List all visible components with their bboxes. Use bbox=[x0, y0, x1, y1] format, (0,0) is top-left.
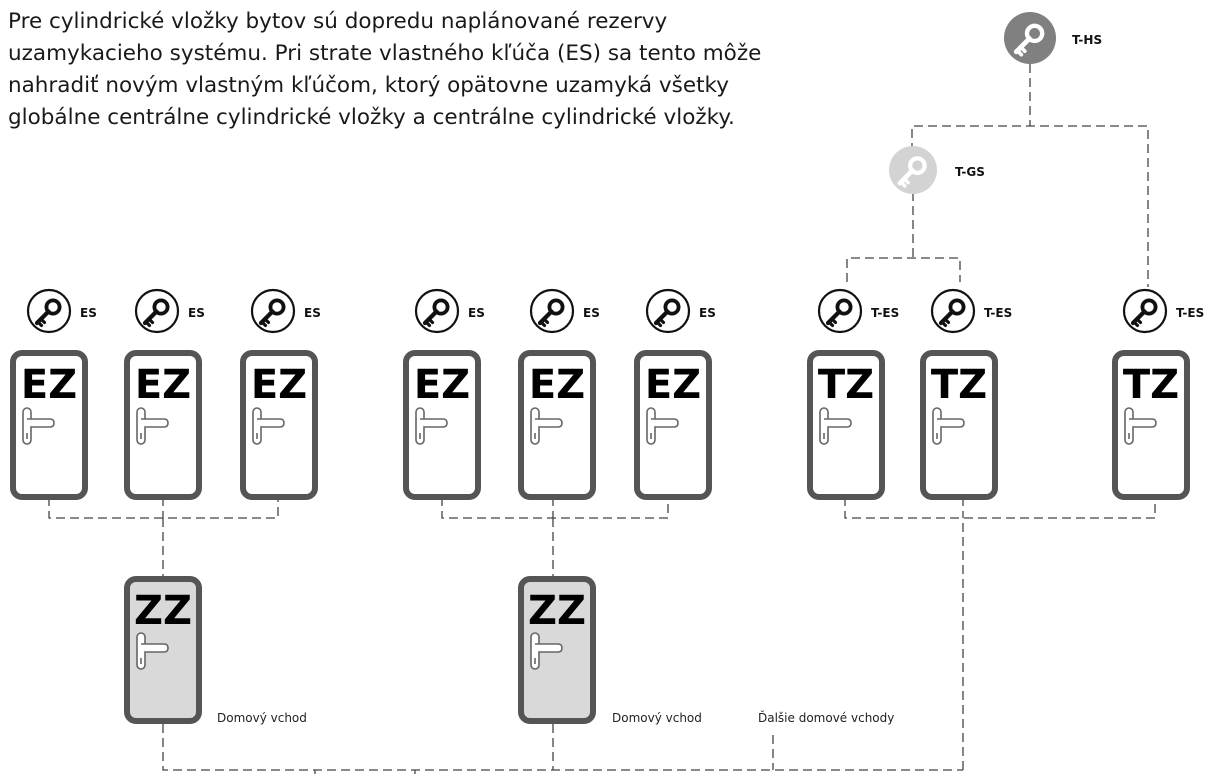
door-label: EZ bbox=[21, 362, 77, 408]
tes-key-label: T-ES bbox=[984, 306, 1012, 320]
es-key-label: ES bbox=[80, 306, 97, 320]
door: EZ bbox=[124, 350, 202, 500]
entrance-doors: ZZ Domový vchod ZZ Domový vchod Ďalšie d… bbox=[124, 576, 894, 725]
es-key bbox=[252, 290, 294, 332]
door: EZ bbox=[10, 350, 88, 500]
tes-key-label: T-ES bbox=[871, 306, 899, 320]
door-label: TZ bbox=[818, 362, 874, 408]
es-key-label: ES bbox=[188, 306, 205, 320]
entrance-label: ZZ bbox=[528, 588, 586, 634]
door-label: TZ bbox=[1123, 362, 1179, 408]
gs-key-label: T-GS bbox=[955, 165, 985, 179]
entrance-door: ZZ bbox=[518, 576, 596, 724]
door-label: EZ bbox=[251, 362, 307, 408]
door-label: TZ bbox=[931, 362, 987, 408]
tes-key bbox=[819, 290, 861, 332]
es-key-label: ES bbox=[304, 306, 321, 320]
es-key bbox=[647, 290, 689, 332]
door: EZ bbox=[403, 350, 481, 500]
es-key-label: ES bbox=[583, 306, 600, 320]
apartment-doors: EZ EZ EZ EZ EZ EZ TZ bbox=[10, 350, 1190, 500]
entrance-door: ZZ bbox=[124, 576, 202, 724]
individual-keys: ES ES ES ES ES ES T-ES T-ES T-ES bbox=[28, 290, 1204, 332]
es-key bbox=[531, 290, 573, 332]
hs-key-label: T-HS bbox=[1072, 33, 1102, 47]
door: TZ bbox=[920, 350, 998, 500]
tes-key bbox=[932, 290, 974, 332]
es-key bbox=[28, 290, 70, 332]
entrance-label: ZZ bbox=[134, 588, 192, 634]
door: TZ bbox=[1112, 350, 1190, 500]
entrance-caption: Domový vchod bbox=[612, 711, 702, 725]
description-text: Pre cylindrické vložky bytov sú dopredu … bbox=[8, 9, 762, 130]
door-label: EZ bbox=[135, 362, 191, 408]
tes-key-label: T-ES bbox=[1176, 306, 1204, 320]
es-key bbox=[416, 290, 458, 332]
gs-key: T-GS bbox=[889, 146, 985, 194]
es-key-label: ES bbox=[699, 306, 716, 320]
entrance-caption: Domový vchod bbox=[217, 711, 307, 725]
es-key bbox=[136, 290, 178, 332]
door-label: EZ bbox=[529, 362, 585, 408]
door: EZ bbox=[518, 350, 596, 500]
door: EZ bbox=[634, 350, 712, 500]
other-entrances-caption: Ďalšie domové vchody bbox=[758, 710, 894, 725]
door-label: EZ bbox=[414, 362, 470, 408]
door-label: EZ bbox=[645, 362, 701, 408]
tes-key bbox=[1124, 290, 1166, 332]
door: EZ bbox=[240, 350, 318, 500]
hs-key: T-HS bbox=[1004, 12, 1102, 64]
es-key-label: ES bbox=[468, 306, 485, 320]
door: TZ bbox=[807, 350, 885, 500]
connection-lines bbox=[48, 64, 1156, 774]
